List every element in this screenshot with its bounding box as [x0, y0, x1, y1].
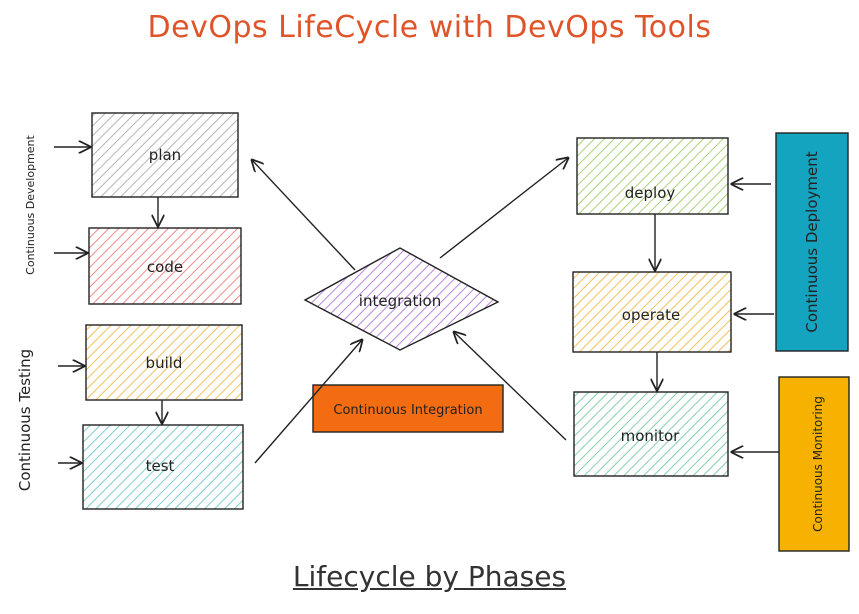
phase-integration: integration	[303, 247, 500, 351]
phase-build: build	[85, 324, 243, 401]
phase-operate-label: operate	[622, 306, 680, 324]
arrow-integration-to-deploy	[439, 158, 568, 259]
label-continuous-integration: Continuous Integration	[333, 403, 482, 418]
phase-test-label: test	[146, 457, 175, 475]
phase-integration-label: integration	[359, 292, 441, 310]
continuous-integration-box: Continuous Integration	[312, 384, 504, 433]
continuous-monitoring-box: Continuous Monitoring	[778, 376, 850, 552]
continuous-deployment-box: Continuous Deployment	[775, 132, 849, 352]
diagram-footer: Lifecycle by Phases	[292, 560, 567, 593]
phase-operate: operate	[572, 271, 732, 353]
phase-test: test	[82, 424, 244, 510]
label-continuous-development: Continuous Development	[24, 134, 37, 274]
phase-code-label: code	[147, 258, 183, 276]
phase-monitor: monitor	[573, 391, 729, 477]
phase-build-label: build	[146, 354, 183, 372]
phase-deploy: deploy	[576, 137, 729, 215]
label-continuous-deployment: Continuous Deployment	[803, 151, 821, 332]
arrow-test-to-integration	[254, 340, 362, 464]
phase-code: code	[88, 227, 242, 305]
phase-plan-label: plan	[149, 146, 181, 164]
arrow-integration-to-plan	[252, 160, 356, 271]
arrow-monitor-to-integration	[454, 332, 567, 441]
label-continuous-testing: Continuous Testing	[16, 349, 34, 491]
phase-monitor-label: monitor	[621, 427, 681, 445]
diagram-title: DevOps LifeCycle with DevOps Tools	[147, 10, 712, 45]
label-continuous-monitoring: Continuous Monitoring	[811, 396, 825, 532]
phase-deploy-label: deploy	[625, 184, 676, 202]
phase-plan: plan	[91, 112, 239, 198]
